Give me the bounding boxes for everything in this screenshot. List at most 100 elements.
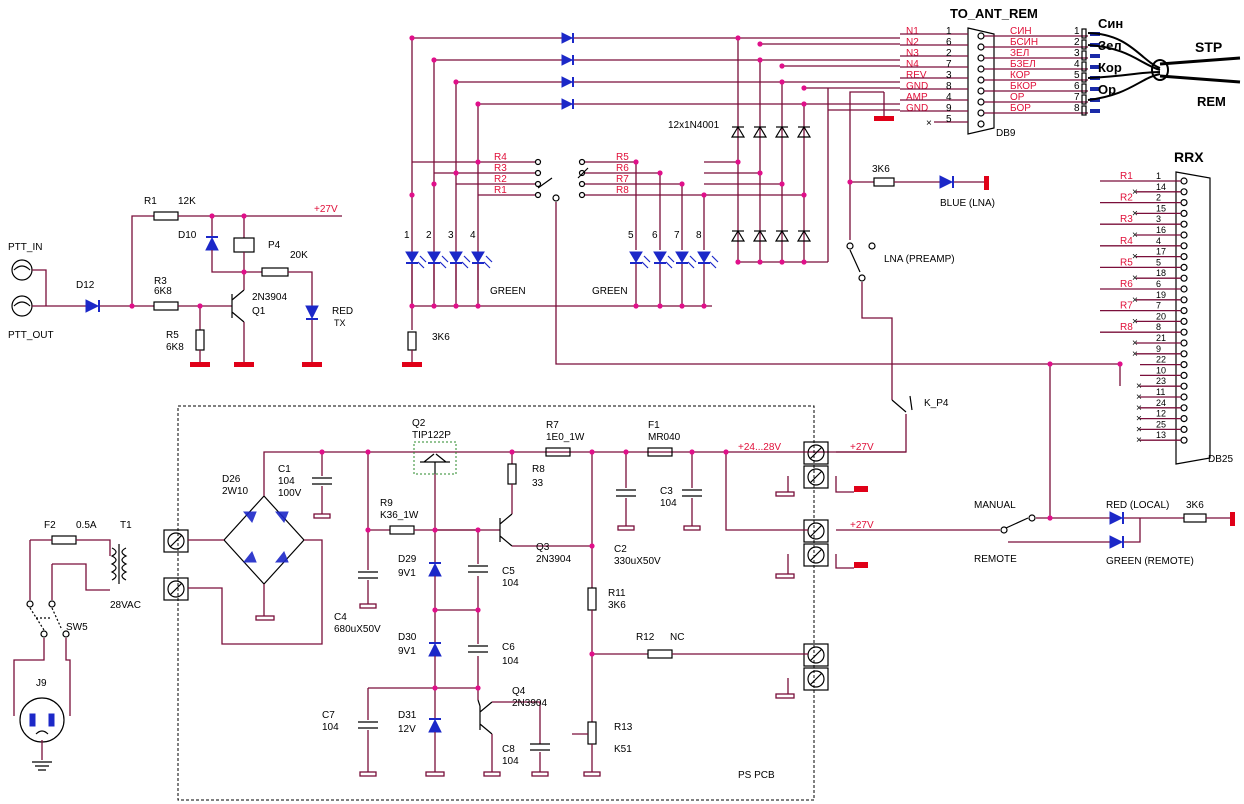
lna-switch-label: LNA (PREAMP) — [884, 254, 955, 265]
ant-pin-number: 7 — [946, 59, 952, 70]
rrx-pin-label: R4 — [1120, 236, 1133, 247]
j9-label: J9 — [36, 678, 47, 689]
rrx-pin — [1180, 393, 1188, 401]
ant-pin-signal: AMP — [906, 92, 928, 103]
green-remote-label: GREEN (REMOTE) — [1106, 556, 1194, 567]
r13-label: R13 — [614, 722, 633, 733]
junction — [1047, 361, 1053, 367]
matrix-diode — [774, 229, 790, 242]
blue-resistor-label: 3K6 — [872, 164, 890, 175]
junction — [241, 269, 247, 275]
r7-value: 1E0_1W — [546, 432, 585, 443]
led — [405, 251, 419, 263]
rrx-pin-label: R5 — [1120, 257, 1133, 268]
db9-pin — [977, 98, 985, 106]
junction — [319, 449, 325, 455]
junction — [735, 259, 741, 265]
terminal — [803, 643, 829, 667]
junction — [679, 181, 685, 187]
rrx-pin-number: 8 — [1156, 322, 1161, 332]
kp4-label: K_P4 — [924, 398, 949, 409]
r1-value: 12K — [178, 196, 196, 207]
cable-stp: STP — [1195, 39, 1222, 55]
c6-value: 104 — [502, 656, 519, 667]
ant-pin-number: 9 — [946, 103, 952, 114]
rrx-connector: RRX DB25 — [1174, 149, 1233, 465]
ptt-out-label: PTT_OUT — [8, 330, 54, 341]
terminal-screw — [807, 444, 825, 462]
ant-out-number: 2 — [1074, 37, 1080, 48]
rrx-pin-number: 2 — [1156, 193, 1161, 203]
rrx-pin — [1180, 285, 1188, 293]
p4-value: 20K — [290, 250, 308, 261]
ant-pin-signal: N2 — [906, 37, 919, 48]
led — [471, 251, 485, 263]
ant-out-pin — [1081, 50, 1087, 61]
led — [449, 251, 463, 263]
ant-wire-color: ОР — [1010, 92, 1025, 103]
power-supply: D26 2W10 C1 104 100V C4 680uX50V R9 K36_… — [163, 418, 829, 777]
rrx-pin-nc: × — [1132, 252, 1138, 263]
r12-value: NC — [670, 632, 684, 643]
db9-pin — [977, 120, 985, 128]
junction — [509, 449, 515, 455]
d12-label: D12 — [76, 280, 95, 291]
ant-out-pin — [1081, 105, 1087, 116]
r9-label: R9 — [380, 498, 393, 509]
terminal — [163, 529, 189, 553]
ant-out-number: 3 — [1074, 48, 1080, 59]
rrx-pin-number: 15 — [1156, 203, 1166, 213]
rrx-pin-number: 9 — [1156, 344, 1161, 354]
c5-value: 104 — [502, 578, 519, 589]
rrx-pin — [1180, 199, 1188, 207]
led — [675, 251, 689, 263]
red-tx-label: RED — [332, 306, 353, 317]
r13-value: K51 — [614, 744, 632, 755]
junction — [679, 303, 685, 309]
c1-label: C1 — [278, 464, 291, 475]
terminal — [803, 667, 829, 691]
rrx-pin — [1180, 371, 1188, 379]
rrx-pin — [1180, 242, 1188, 250]
rrx-pin — [1180, 317, 1188, 325]
ant-pin-number: 4 — [946, 92, 952, 103]
manual-remote: +27V +27V MANUAL REMOTE RED (LOCAL) GREE… — [775, 364, 1235, 699]
switch-left-label: R3 — [494, 163, 507, 174]
rrx-pin-number: 6 — [1156, 279, 1161, 289]
ant-out-number: 8 — [1074, 103, 1080, 114]
c4-label: C4 — [334, 612, 347, 623]
rrx-pin-nc: × — [1136, 403, 1142, 414]
sw5-label: SW5 — [66, 622, 88, 633]
matrix-diode — [730, 229, 746, 242]
junction — [453, 170, 459, 176]
cable-pair-label: Кор — [1098, 60, 1122, 75]
db9-pin — [977, 109, 985, 117]
junction — [589, 651, 595, 657]
rrx-pin — [1180, 274, 1188, 282]
d30-value: 9V1 — [398, 646, 416, 657]
rrx-pin — [1180, 253, 1188, 261]
rrx-pin-number: 22 — [1156, 355, 1166, 365]
db9-pin — [977, 87, 985, 95]
rrx-pin-number: 7 — [1156, 301, 1161, 311]
pair-bar — [1090, 54, 1100, 69]
rrx-pin-nc: × — [1136, 392, 1142, 403]
terminal-slot — [809, 672, 823, 686]
c8-value: 104 — [502, 756, 519, 767]
green-label-1: GREEN — [490, 286, 526, 297]
rrx-pin — [1180, 177, 1188, 185]
junction — [475, 159, 481, 165]
ant-pin-nc: × — [926, 118, 932, 129]
remote-label: REMOTE — [974, 554, 1017, 565]
c4-value: 680uX50V — [334, 624, 381, 635]
rrx-pin-nc: × — [1136, 381, 1142, 392]
led-number: 1 — [404, 230, 410, 241]
db9-pin — [977, 43, 985, 51]
ant-pin-number: 1 — [946, 26, 952, 37]
rrx-pin — [1180, 350, 1188, 358]
r11-label: R11 — [608, 588, 626, 599]
ps-pcb-outline — [177, 405, 815, 801]
lna-indicator: 3K6 BLUE (LNA) LNA (PREAMP) K_P4 — [808, 91, 995, 453]
